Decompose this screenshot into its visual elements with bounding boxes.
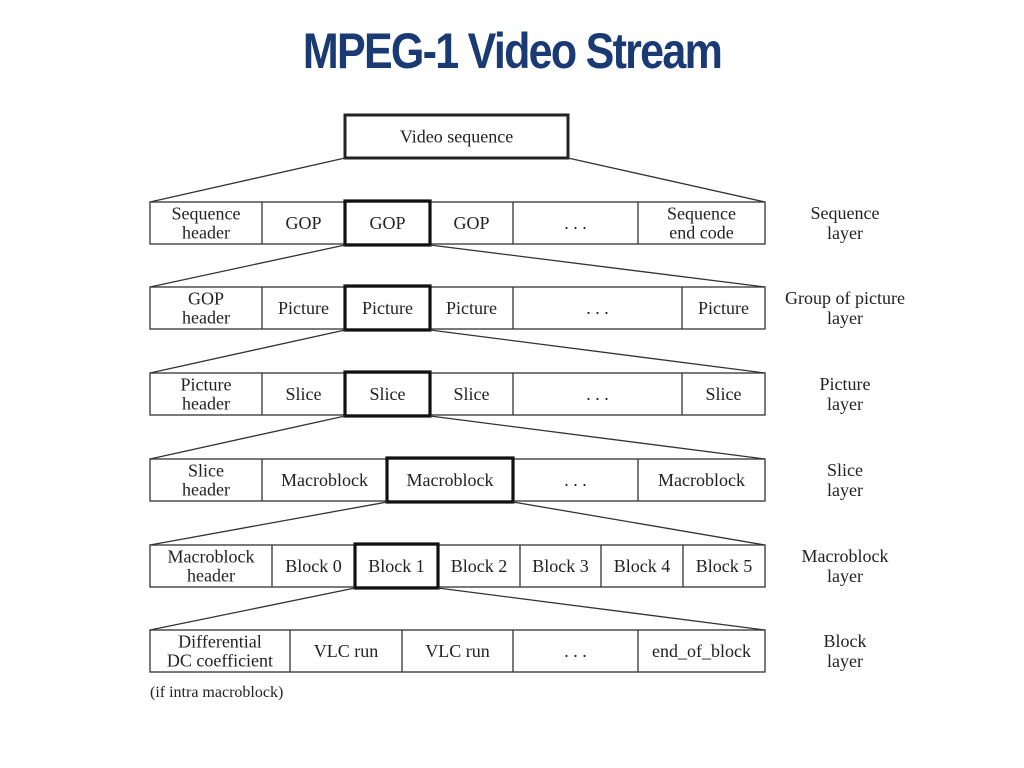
row-cell: GOP (453, 213, 489, 233)
row-box (149, 629, 766, 673)
expand-line-right (567, 157, 766, 203)
expand-line-left (149, 415, 346, 460)
row-cell: Block 3 (532, 556, 589, 576)
expand-line-right (429, 329, 766, 374)
row-cell: Picture (698, 298, 749, 318)
row-cell: Block 4 (614, 556, 671, 576)
row-cell: . . . (564, 470, 587, 490)
page-title: MPEG-1 Video Stream (302, 23, 723, 79)
row-cell: . . . (586, 384, 609, 404)
row-cell: Block 0 (285, 556, 342, 576)
row-cell: Slice (706, 384, 742, 404)
row-cell: VLC run (425, 641, 490, 661)
row-cell: Picture (278, 298, 329, 318)
highlighted-cell (343, 284, 432, 332)
row-cell: Slice (454, 384, 490, 404)
expand-line-left (149, 501, 388, 546)
row-cell: GOP (369, 213, 405, 233)
row-cell: . . . (586, 298, 609, 318)
row-cell: VLC run (314, 641, 379, 661)
row-cell: Macroblock (281, 470, 368, 490)
video-sequence-box (343, 113, 570, 160)
expand-line-right (429, 415, 766, 460)
row-cell: end_of_block (652, 641, 751, 661)
row-cell: Macroblock (658, 470, 745, 490)
expand-line-left (149, 587, 356, 631)
row-box (149, 544, 766, 588)
highlighted-cell (353, 542, 440, 590)
row-cell: GOP (285, 213, 321, 233)
row-cell: Block 5 (696, 556, 753, 576)
row-box (149, 372, 766, 416)
expand-line-right (429, 244, 766, 288)
expand-line-left (149, 157, 346, 203)
row-cell: Picture (362, 298, 413, 318)
row-cell: Block 1 (368, 556, 425, 576)
row-cell: Macroblock (407, 470, 494, 490)
highlighted-cell (385, 456, 515, 504)
highlighted-cell (343, 199, 432, 247)
row-cell: Slice (370, 384, 406, 404)
video-sequence-label: Video sequence (400, 127, 513, 147)
expand-line-left (149, 244, 346, 288)
expand-line-right (512, 501, 766, 546)
expand-line-right (437, 587, 766, 631)
row-cell: . . . (564, 213, 587, 233)
row-box (149, 201, 766, 245)
footnote: (if intra macroblock) (150, 684, 283, 701)
row-cell: Slice (286, 384, 322, 404)
expand-line-left (149, 329, 346, 374)
row-cell: Picture (446, 298, 497, 318)
row-cell: Block 2 (451, 556, 508, 576)
row-box (149, 286, 766, 330)
highlighted-cell (343, 370, 432, 418)
row-cell: . . . (564, 641, 587, 661)
